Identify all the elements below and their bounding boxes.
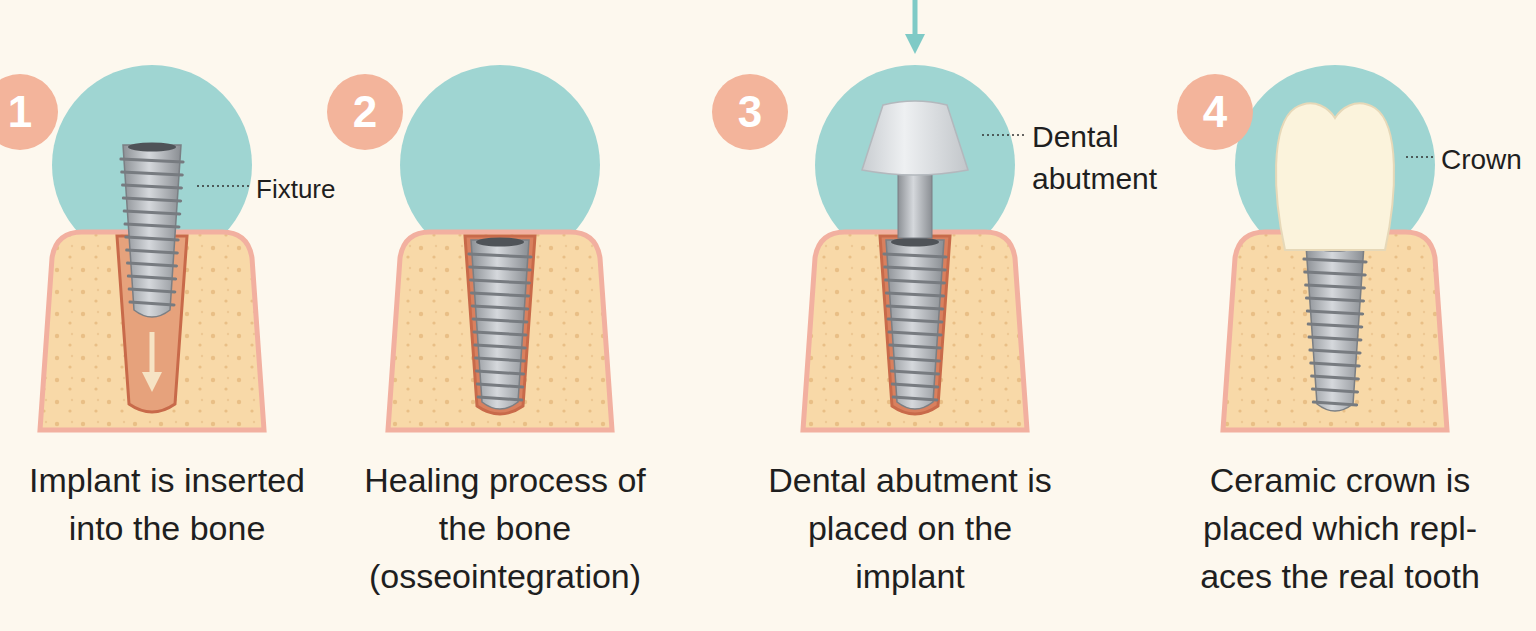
implant-thread: [889, 332, 941, 335]
step-number-badge: 3: [712, 74, 788, 150]
implant-thread: [476, 358, 525, 361]
part-label: Dental abutment: [1032, 116, 1222, 200]
bone-socket: [465, 236, 535, 414]
step-caption: Healing process of the bone (osseointegr…: [355, 456, 655, 600]
implant-thread: [1309, 337, 1361, 340]
implant-thread: [478, 397, 522, 400]
bone: [1223, 232, 1447, 430]
implant-thread: [1310, 350, 1360, 353]
place-arrow: [913, 0, 918, 44]
implant-thread: [126, 237, 178, 240]
part-label: Fixture: [256, 171, 335, 207]
implant-thread: [888, 319, 942, 322]
step-caption: Dental abutment is placed on the implant: [750, 456, 1070, 600]
implant-thread: [472, 306, 527, 309]
implant-thread: [124, 211, 180, 214]
implant-thread: [891, 358, 940, 361]
implant-thread: [477, 384, 522, 387]
leader-line: [982, 134, 1026, 136]
implant-thread: [890, 345, 940, 348]
implant-thread: [473, 319, 527, 322]
implant-thread: [471, 280, 530, 283]
implant-thread: [884, 254, 946, 257]
implant-thread: [474, 332, 526, 335]
implant-thread: [128, 263, 177, 266]
implant-thread: [1308, 324, 1362, 327]
implant-thread: [1311, 363, 1359, 366]
ceramic-crown: [1276, 103, 1394, 250]
implant-thread: [1307, 311, 1362, 314]
implant-thread: [121, 159, 183, 162]
implant-thread: [886, 280, 945, 283]
step-number: 3: [738, 87, 762, 137]
implant-thread: [471, 293, 528, 296]
implant-fixture: [1304, 243, 1366, 412]
implant-top: [891, 238, 939, 247]
implant-thread: [1305, 272, 1365, 275]
implant-body: [1306, 245, 1364, 411]
implant-thread: [123, 198, 180, 201]
bone: [803, 232, 1027, 430]
implant-thread: [128, 276, 175, 279]
implant-body: [471, 240, 529, 409]
implant-thread: [122, 172, 183, 175]
abutment-post: [898, 172, 932, 238]
insert-arrow: [150, 332, 155, 382]
implant-thread: [1304, 259, 1366, 262]
bone: [388, 232, 612, 430]
implant-thread: [475, 345, 525, 348]
step-number-badge: 4: [1177, 74, 1253, 150]
implant-body: [123, 145, 181, 317]
implant-thread: [893, 397, 937, 400]
implant-thread: [1306, 285, 1365, 288]
implant-top: [128, 143, 176, 152]
part-label: Crown: [1441, 140, 1522, 179]
bone-socket: [880, 236, 950, 414]
implant-thread: [887, 306, 942, 309]
implant-top: [476, 238, 524, 247]
implant-fixture: [121, 143, 183, 318]
implant-thread: [1306, 298, 1363, 301]
implant-thread: [125, 224, 179, 227]
step-number: 4: [1203, 87, 1227, 137]
step-caption: Implant is inserted into the bone: [2, 456, 332, 552]
implant-thread: [1312, 389, 1357, 392]
step-number: 2: [353, 87, 377, 137]
implant-thread: [470, 267, 531, 270]
implant-thread: [129, 289, 175, 292]
step-number-badge: 1: [0, 74, 58, 150]
implant-thread: [476, 371, 523, 374]
implant-thread: [886, 293, 943, 296]
implant-thread: [891, 371, 938, 374]
step-number-badge: 2: [327, 74, 403, 150]
step-number: 1: [8, 87, 32, 137]
implant-fixture: [469, 238, 531, 410]
implant-thread: [130, 302, 174, 305]
abutment-cap: [862, 101, 968, 175]
implant-fixture: [884, 238, 946, 410]
implant-thread: [892, 384, 937, 387]
step-caption: Ceramic crown is placed which repl- aces…: [1170, 456, 1510, 600]
leader-line: [197, 185, 250, 187]
implant-thread: [123, 185, 182, 188]
implant-thread: [885, 267, 946, 270]
leader-line: [1406, 156, 1436, 158]
implant-thread: [469, 254, 531, 257]
implant-thread: [1313, 402, 1356, 405]
implant-body: [886, 240, 944, 409]
implant-thread: [1312, 376, 1359, 379]
implant-thread: [127, 250, 178, 253]
